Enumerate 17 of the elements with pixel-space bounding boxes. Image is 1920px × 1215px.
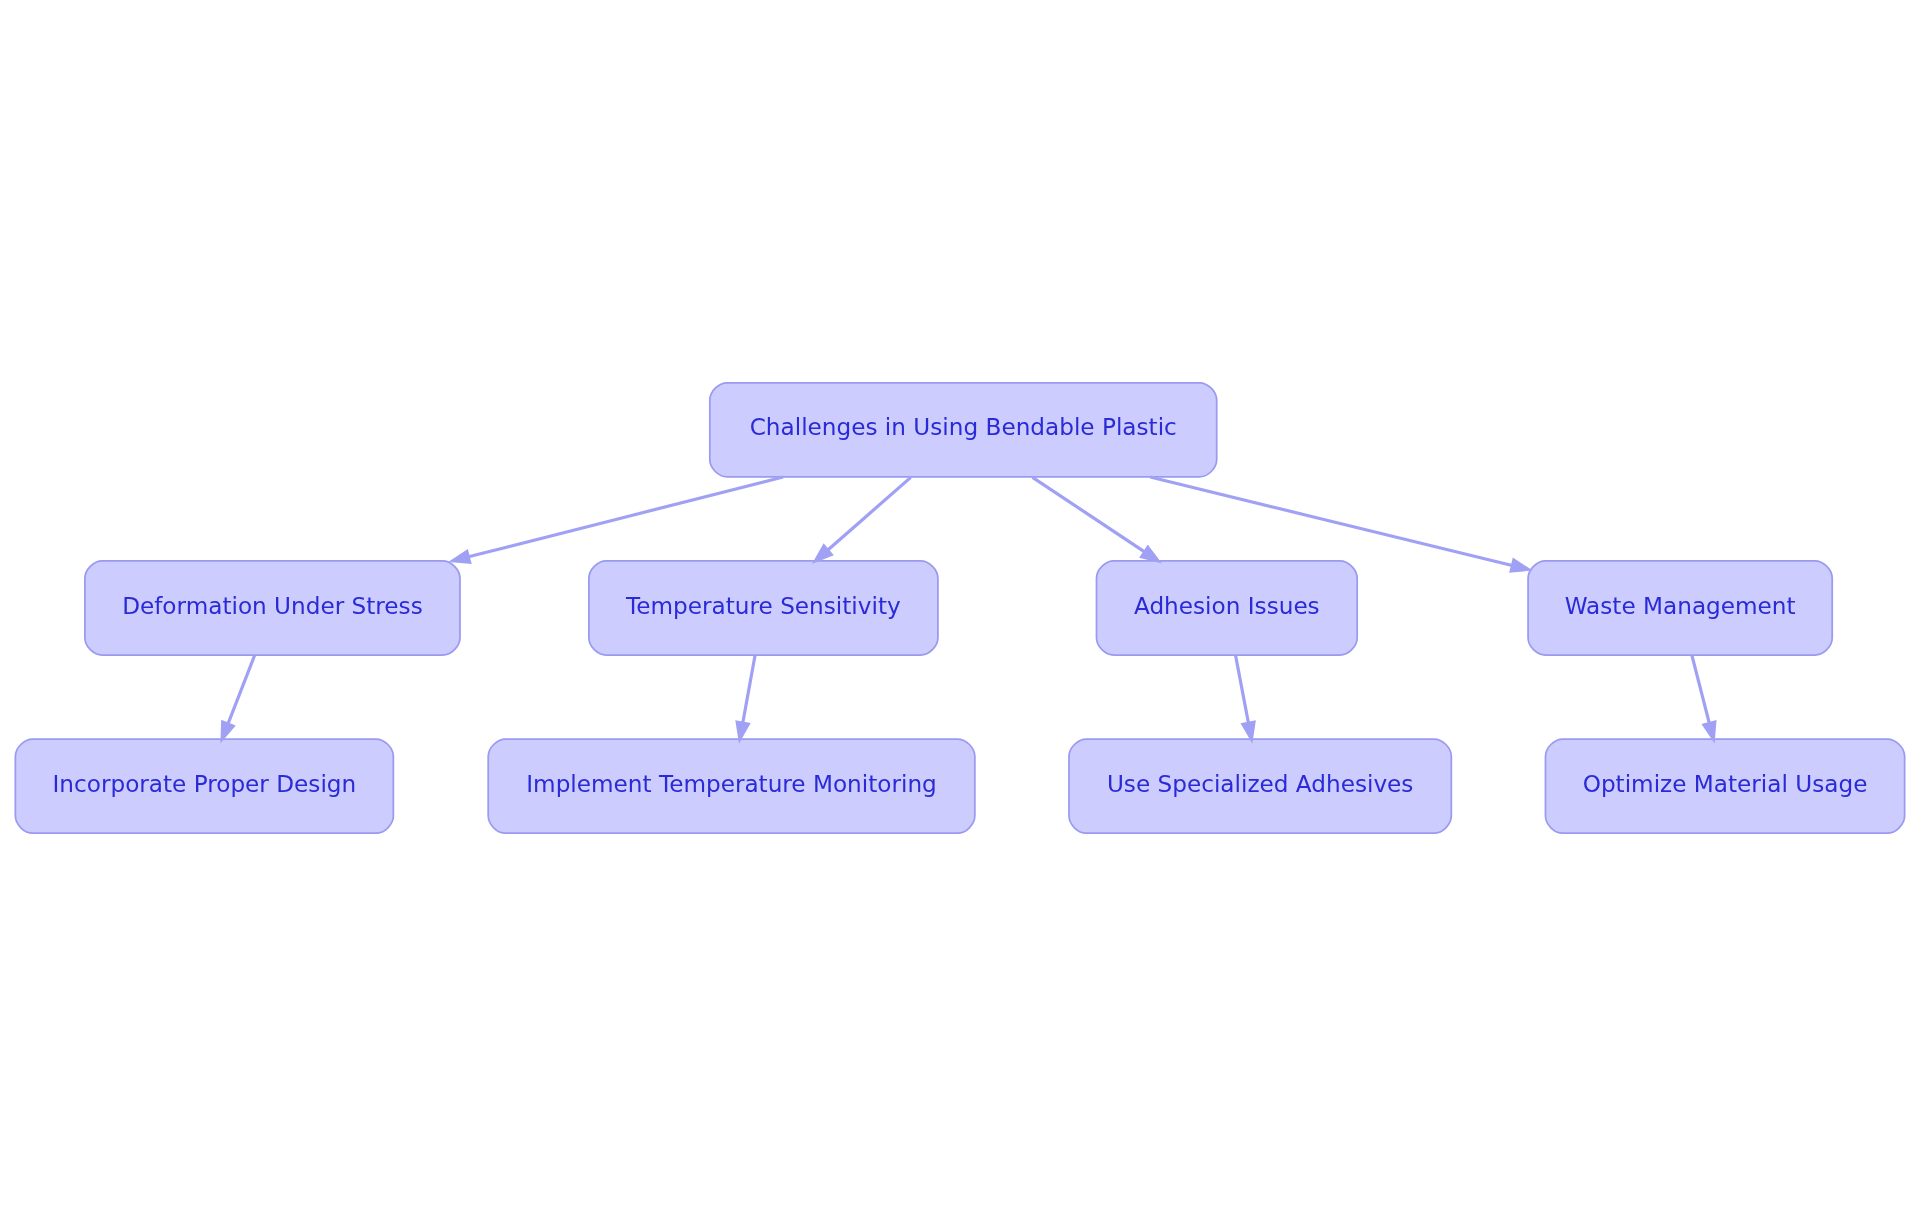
arrow xyxy=(1234,654,1256,744)
arrow xyxy=(1690,654,1717,744)
arrow xyxy=(811,475,912,564)
node-box: Waste Management xyxy=(1527,559,1834,656)
arrow xyxy=(448,474,784,564)
node-box: Optimize Material Usage xyxy=(1544,737,1906,834)
node-box: Challenges in Using Bendable Plastic xyxy=(708,381,1218,478)
arrow xyxy=(1031,475,1163,563)
node-box: Adhesion Issues xyxy=(1095,559,1359,656)
arrow xyxy=(735,654,757,744)
node-box: Implement Temperature Monitoring xyxy=(487,737,976,834)
node-box: Incorporate Proper Design xyxy=(14,737,395,834)
arrow xyxy=(1149,474,1533,573)
arrow xyxy=(220,654,257,743)
node-box: Temperature Sensitivity xyxy=(588,559,939,656)
node-box: Use Specialized Adhesives xyxy=(1068,737,1453,834)
node-box: Deformation Under Stress xyxy=(84,559,461,656)
